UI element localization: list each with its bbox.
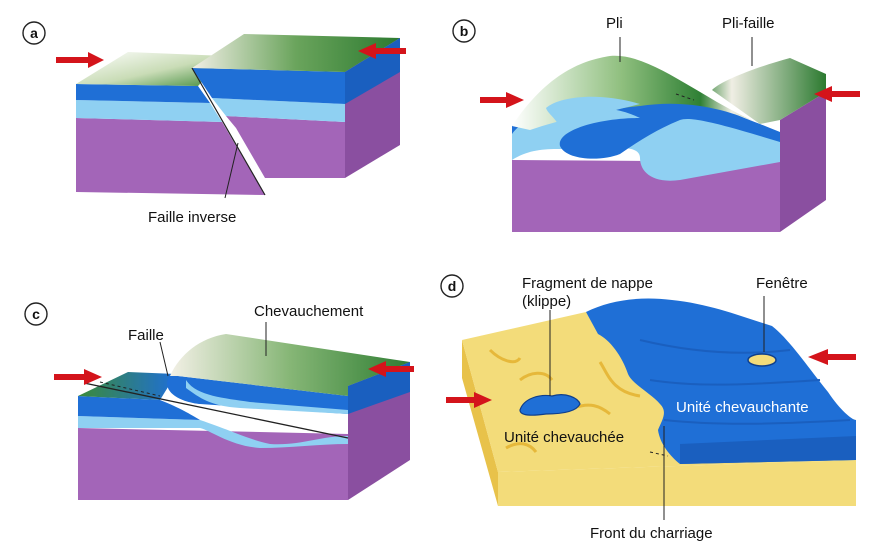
panel-c-badge (24, 302, 48, 326)
label-fold: Pli (606, 15, 623, 32)
block-a-left-top (76, 52, 226, 86)
arrow-c-right (368, 361, 414, 377)
thrust-lightblue (186, 380, 348, 414)
block-c-lower-lightblue (78, 416, 348, 448)
panel-d-badge (440, 274, 464, 298)
label-fault: Faille (128, 327, 164, 344)
panel-a: a Faille inverse (22, 21, 406, 226)
panel-b-letter: b (460, 23, 469, 39)
block-b-purple (512, 160, 780, 232)
block-a-left-purple (76, 118, 265, 195)
lower-unit-left-side (462, 340, 498, 506)
label-fault-fold: Pli-faille (722, 15, 775, 32)
panel-d: d Fragment de nappe (klippe) Fenêtre Uni… (440, 274, 856, 542)
block-a-right-purple (226, 116, 345, 178)
arrow-a-right (358, 43, 406, 59)
panel-d-letter: d (448, 278, 457, 294)
panel-c: c Faille Chevauchement (24, 302, 414, 500)
klippe (519, 394, 581, 416)
block-b-side (780, 92, 826, 232)
block-a-right-side-blue (345, 38, 400, 104)
arrow-b-left (480, 92, 524, 108)
block-a-left-darkblue (76, 84, 210, 103)
arrow-c-left (54, 369, 102, 385)
panel-b-badge (452, 19, 476, 43)
thrust-darkblue (167, 376, 348, 414)
fault-line-c (83, 382, 349, 439)
label-reverse-fault: Faille inverse (148, 209, 236, 226)
block-c-lower-darkblue (78, 396, 200, 420)
block-a-left-lightblue (76, 100, 222, 122)
arrow-d-right (808, 349, 856, 365)
arrow-a-left (56, 52, 104, 68)
upper-unit-ridges (639, 339, 851, 425)
thrust-side-blue (348, 362, 410, 414)
block-c-purple (78, 428, 348, 500)
label-lower-unit: Unité chevauchée (504, 429, 624, 446)
thrust-top (170, 334, 410, 396)
block-a-right-darkblue (192, 68, 345, 104)
label-klippe-line1: Fragment de nappe (522, 275, 653, 292)
block-c-footwall-top (78, 372, 176, 400)
lower-unit-gullies (488, 348, 641, 453)
reverse-fault-line (191, 67, 266, 196)
block-a-right-lightblue (212, 98, 345, 122)
fault-leader-c (159, 341, 169, 377)
fault-dash-c (99, 381, 161, 397)
tectonic-window (747, 353, 777, 367)
block-a-right-top (192, 34, 400, 72)
lower-unit-front (498, 460, 856, 506)
upper-unit-front (680, 436, 856, 464)
panel-a-letter: a (30, 25, 38, 41)
panel-b: b Pli Pli-faille (452, 15, 860, 232)
label-overthrust: Chevauchement (254, 303, 364, 320)
fold-hinge-outline (546, 96, 640, 128)
label-upper-unit: Unité chevauchante (676, 399, 809, 416)
label-thrust-front: Front du charriage (590, 525, 713, 542)
panel-c-letter: c (32, 306, 40, 322)
arrow-d-left (446, 392, 492, 408)
label-klippe-line2: (klippe) (522, 293, 571, 310)
panel-a-badge (22, 21, 46, 45)
label-window: Fenêtre (756, 275, 808, 292)
arrow-b-right (814, 86, 860, 102)
reverse-fault-leader (224, 142, 239, 199)
